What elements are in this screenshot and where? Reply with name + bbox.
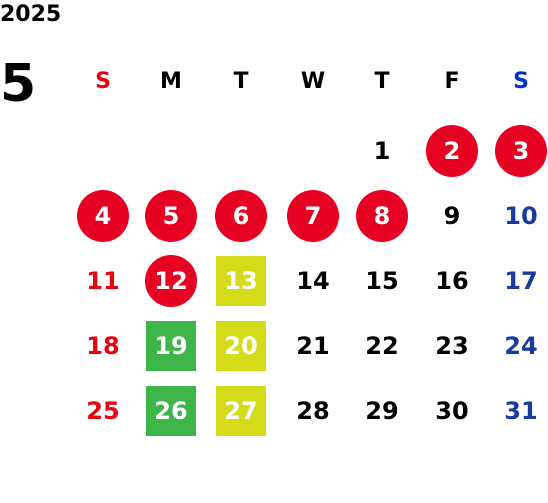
day-cell-31[interactable]: 31 [504,397,538,425]
weekday-header-3: W [300,68,326,94]
day-cell-17[interactable]: 17 [504,267,538,295]
weekday-header-2: T [233,68,249,94]
day-cell-1[interactable]: 1 [373,137,391,165]
day-cell-15[interactable]: 15 [365,267,399,295]
day-cell-6[interactable]: 6 [215,190,267,242]
day-cell-10[interactable]: 10 [504,202,538,230]
day-cell-30[interactable]: 30 [435,397,469,425]
day-cell-14[interactable]: 14 [296,267,330,295]
weekday-header-4: T [374,68,390,94]
day-cell-7[interactable]: 7 [287,190,339,242]
day-cell-3[interactable]: 3 [495,125,547,177]
day-cell-22[interactable]: 22 [365,332,399,360]
day-cell-8[interactable]: 8 [356,190,408,242]
day-cell-12[interactable]: 12 [145,255,197,307]
day-cell-25[interactable]: 25 [86,397,120,425]
day-cell-9[interactable]: 9 [443,202,461,230]
month-label: 5 [0,54,37,114]
day-cell-28[interactable]: 28 [296,397,330,425]
day-cell-27[interactable]: 27 [216,386,266,436]
day-cell-20[interactable]: 20 [216,321,266,371]
weekday-header-5: F [444,68,460,94]
day-cell-24[interactable]: 24 [504,332,538,360]
day-cell-13[interactable]: 13 [216,256,266,306]
year-label: 2025 [0,2,62,27]
weekday-header-0: S [95,68,111,94]
day-cell-26[interactable]: 26 [146,386,196,436]
day-cell-19[interactable]: 19 [146,321,196,371]
day-cell-29[interactable]: 29 [365,397,399,425]
weekday-header-1: M [160,68,182,94]
day-cell-5[interactable]: 5 [145,190,197,242]
day-cell-16[interactable]: 16 [435,267,469,295]
day-cell-4[interactable]: 4 [77,190,129,242]
day-cell-23[interactable]: 23 [435,332,469,360]
day-cell-2[interactable]: 2 [426,125,478,177]
day-cell-21[interactable]: 21 [296,332,330,360]
day-cell-18[interactable]: 18 [86,332,120,360]
day-cell-11[interactable]: 11 [86,267,120,295]
weekday-header-6: S [513,68,529,94]
